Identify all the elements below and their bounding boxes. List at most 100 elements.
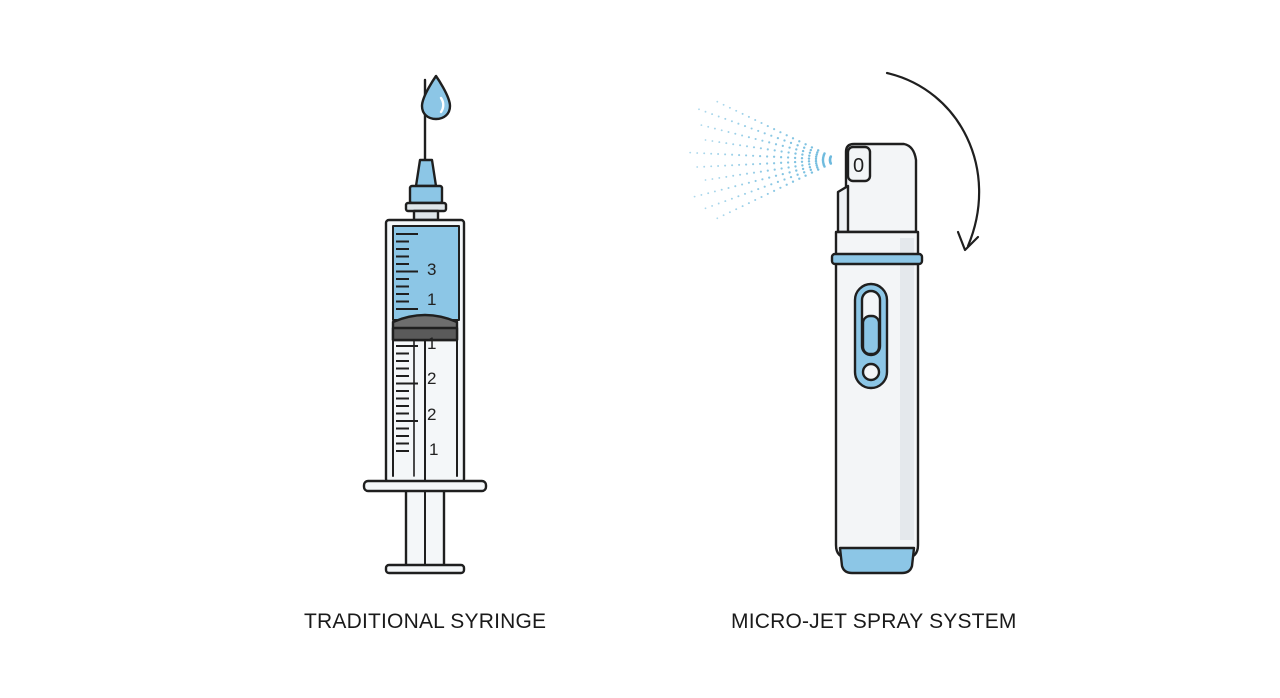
mist-dot	[754, 179, 757, 183]
mist-dot	[745, 163, 748, 166]
mist-dot	[816, 151, 819, 154]
mist-dot	[720, 129, 723, 132]
mist-dot	[801, 149, 805, 153]
mist-dot	[783, 178, 786, 181]
mist-dot	[735, 208, 738, 211]
mist-dot	[779, 156, 783, 159]
mist-dot	[770, 134, 773, 137]
mist-dot	[738, 154, 741, 157]
mist-dot	[780, 167, 783, 170]
mist-dot	[810, 146, 814, 149]
scale-label: 2	[427, 369, 436, 388]
mist-dot	[752, 154, 755, 157]
mist-dot	[711, 113, 714, 116]
mist-dot	[768, 176, 771, 179]
mist-dot	[732, 174, 735, 177]
mist-dot	[773, 128, 776, 131]
mist-dot	[798, 140, 801, 143]
mist-dot	[722, 214, 725, 217]
mist-dot	[725, 142, 728, 145]
mist-dot	[808, 165, 812, 169]
mist-dot	[804, 174, 807, 177]
mist-dot	[786, 161, 790, 164]
mist-dot	[808, 163, 811, 166]
mist-dot	[788, 146, 791, 149]
needle-hub	[414, 158, 438, 188]
mist-dot	[745, 145, 749, 148]
mist-dot	[766, 169, 769, 172]
mist-dot	[710, 165, 713, 168]
mist-dot	[703, 152, 706, 155]
finger-flange	[362, 479, 488, 493]
mist-dot	[707, 125, 710, 128]
mist-dot	[724, 117, 727, 120]
mist-dot	[750, 190, 753, 193]
mist-dot	[711, 140, 714, 142]
mist-dot	[794, 152, 797, 155]
mist-dot	[698, 108, 700, 111]
mist-dot	[728, 211, 731, 214]
mist-dot	[724, 164, 727, 167]
mist-dot	[816, 168, 820, 171]
mist-dot	[796, 144, 799, 147]
mist-dot	[732, 143, 735, 146]
mist-dot	[795, 148, 798, 151]
mist-dot	[779, 161, 783, 164]
mist-dot	[713, 127, 716, 130]
mist-dot	[750, 127, 753, 130]
mist-dot	[716, 100, 719, 103]
thumb-press	[384, 563, 466, 575]
mist-dot	[703, 165, 706, 168]
mist-dot	[718, 176, 721, 179]
mist-dot	[720, 188, 723, 191]
mist-dot	[739, 144, 742, 147]
mist-dot	[776, 136, 780, 140]
mist-dot	[747, 115, 750, 118]
mist-dot	[766, 148, 769, 151]
mist-dot	[757, 188, 760, 191]
mist-dot	[752, 163, 755, 166]
mist-dot	[725, 175, 728, 178]
mist-dot	[704, 179, 707, 181]
mist-dot	[718, 141, 721, 144]
spray-mist	[689, 100, 833, 220]
mist-dot	[752, 171, 756, 174]
mist-dot	[788, 171, 791, 174]
mist-dot	[727, 131, 730, 133]
mist-dot	[785, 134, 788, 137]
mist-dot	[815, 164, 818, 167]
spray-base	[838, 546, 916, 575]
mist-dot	[713, 190, 716, 193]
mist-dot	[801, 164, 804, 167]
mist-dot	[716, 217, 719, 220]
spray-system-caption: MICRO-JET SPRAY SYSTEM	[731, 610, 1017, 633]
mist-dot	[793, 156, 797, 160]
mist-dot	[816, 166, 819, 169]
mist-dot	[803, 146, 806, 149]
mist-dot	[689, 151, 692, 154]
mist-dot	[711, 178, 714, 180]
mist-dot	[728, 106, 731, 109]
mist-dot	[760, 121, 763, 125]
mist-dot	[727, 187, 730, 189]
mist-dot	[759, 155, 762, 158]
mist-dot	[774, 174, 778, 177]
mist-dot	[800, 160, 804, 163]
scale-label: 3	[427, 260, 436, 279]
mist-dot	[741, 183, 744, 186]
mist-dot	[730, 120, 733, 123]
mist-dot	[776, 180, 780, 184]
mist-dot	[770, 183, 773, 186]
mist-dot	[798, 177, 801, 180]
mist-dot	[737, 122, 740, 125]
mist-dot	[760, 195, 763, 199]
spray-injector-icon	[830, 142, 924, 575]
mist-dot	[741, 134, 744, 137]
mist-dot	[779, 131, 782, 134]
mist-dot	[745, 154, 748, 157]
mist-dot	[772, 155, 776, 158]
mist-dot	[807, 157, 811, 160]
mist-dot	[789, 141, 793, 145]
mist-dot	[724, 200, 727, 203]
mist-dot	[773, 189, 776, 192]
